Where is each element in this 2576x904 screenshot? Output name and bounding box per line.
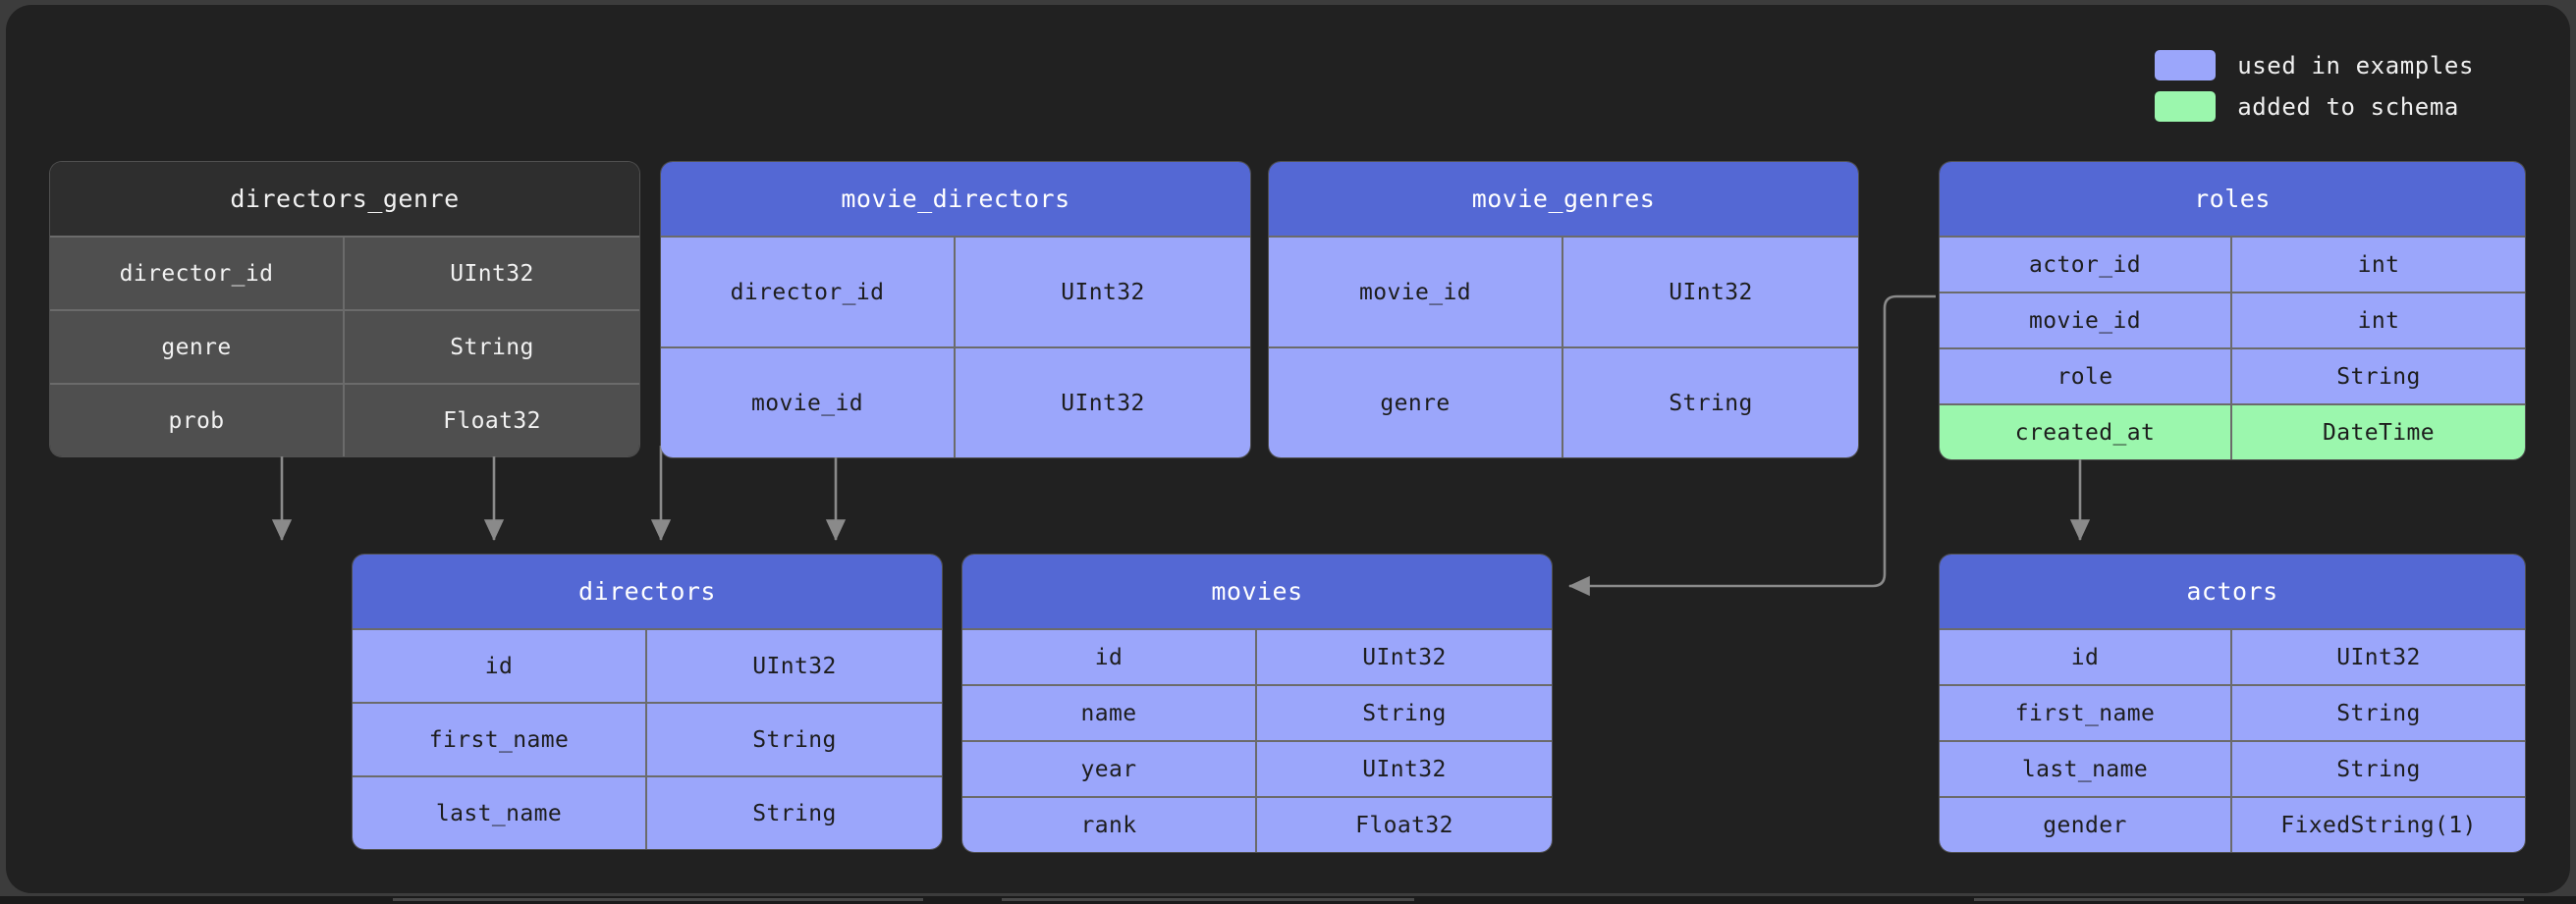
column-type: UInt32	[1362, 644, 1447, 670]
column-name: id	[353, 630, 647, 702]
column-name: role	[1940, 349, 2232, 403]
column-type: Float32	[1355, 812, 1453, 838]
legend-item-added-to-schema: added to schema	[2155, 91, 2474, 122]
column-name: genre	[1269, 348, 1563, 457]
entity-row[interactable]: last_name String	[353, 775, 942, 849]
column-name: last_name	[1940, 742, 2232, 796]
column-name: first_name	[353, 704, 647, 775]
column-type: int	[2357, 251, 2400, 278]
entity-title-movie-genres: movie_genres	[1269, 162, 1858, 236]
entity-title-movie-directors: movie_directors	[661, 162, 1250, 236]
column-name: id	[1940, 630, 2232, 684]
entity-title-roles: roles	[1940, 162, 2525, 236]
diagram-canvas[interactable]: used in examples added to schema	[6, 5, 2570, 893]
entity-row[interactable]: gender FixedString(1)	[1940, 796, 2525, 852]
column-type: UInt32	[1061, 279, 1145, 305]
column-type: String	[2336, 700, 2421, 726]
column-name: name	[962, 686, 1257, 740]
column-name: gender	[1940, 798, 2232, 852]
column-name: rank	[962, 798, 1257, 852]
entity-row[interactable]: prob Float32	[50, 383, 639, 456]
column-type: String	[1669, 390, 1753, 416]
column-name: director_id	[661, 238, 956, 346]
entity-row[interactable]: first_name String	[353, 702, 942, 775]
legend: used in examples added to schema	[2155, 50, 2474, 122]
column-name: created_at	[1940, 405, 2232, 459]
entity-table-directors-genre[interactable]: directors_genre director_id UInt32 genre…	[50, 162, 639, 456]
entity-row[interactable]: role String	[1940, 347, 2525, 403]
entity-row[interactable]: last_name String	[1940, 740, 2525, 796]
entity-row[interactable]: director_id UInt32	[661, 236, 1250, 346]
column-type: String	[2336, 363, 2421, 390]
column-name: last_name	[353, 777, 647, 849]
entity-row[interactable]: id UInt32	[962, 628, 1552, 684]
entity-row[interactable]: movie_id UInt32	[1269, 236, 1858, 346]
column-type: FixedString(1)	[2280, 812, 2477, 838]
entity-table-movies[interactable]: movies id UInt32 name String year UInt32…	[962, 555, 1552, 852]
column-type: String	[752, 726, 837, 753]
legend-swatch-used-in-examples	[2155, 50, 2217, 80]
column-type: UInt32	[1061, 390, 1145, 416]
column-name: movie_id	[1940, 293, 2232, 347]
column-name: first_name	[1940, 686, 2232, 740]
entity-row[interactable]: movie_id UInt32	[661, 346, 1250, 457]
entity-row[interactable]: director_id UInt32	[50, 236, 639, 309]
entity-title-actors: actors	[1940, 555, 2525, 628]
entity-title-directors-genre: directors_genre	[50, 162, 639, 236]
entity-row[interactable]: rank Float32	[962, 796, 1552, 852]
legend-label-added-to-schema: added to schema	[2237, 92, 2459, 121]
column-type: Float32	[443, 407, 541, 434]
column-type: UInt32	[2336, 644, 2421, 670]
column-name: prob	[50, 385, 345, 456]
entity-table-movie-directors[interactable]: movie_directors director_id UInt32 movie…	[661, 162, 1250, 457]
entity-row[interactable]: name String	[962, 684, 1552, 740]
entity-row-added[interactable]: created_at DateTime	[1940, 403, 2525, 459]
entity-row[interactable]: year UInt32	[962, 740, 1552, 796]
entity-row[interactable]: first_name String	[1940, 684, 2525, 740]
column-name: movie_id	[1269, 238, 1563, 346]
entity-row[interactable]: genre String	[50, 309, 639, 383]
column-type: String	[1362, 700, 1447, 726]
column-type: UInt32	[1669, 279, 1753, 305]
entity-row[interactable]: actor_id int	[1940, 236, 2525, 292]
column-type: String	[752, 800, 837, 826]
column-type: UInt32	[752, 653, 837, 679]
column-name: movie_id	[661, 348, 956, 457]
column-type: UInt32	[450, 260, 534, 287]
column-type: int	[2357, 307, 2400, 334]
entity-table-roles[interactable]: roles actor_id int movie_id int role Str…	[1940, 162, 2525, 459]
cut-off-ui-strip	[0, 896, 2576, 904]
column-type: DateTime	[2323, 419, 2435, 446]
entity-title-directors: directors	[353, 555, 942, 628]
entity-row[interactable]: id UInt32	[1940, 628, 2525, 684]
entity-table-directors[interactable]: directors id UInt32 first_name String la…	[353, 555, 942, 849]
entity-table-actors[interactable]: actors id UInt32 first_name String last_…	[1940, 555, 2525, 852]
entity-row[interactable]: genre String	[1269, 346, 1858, 457]
entity-row[interactable]: id UInt32	[353, 628, 942, 702]
column-name: director_id	[50, 238, 345, 309]
entity-table-movie-genres[interactable]: movie_genres movie_id UInt32 genre Strin…	[1269, 162, 1858, 457]
column-name: id	[962, 630, 1257, 684]
entity-title-movies: movies	[962, 555, 1552, 628]
legend-item-used-in-examples: used in examples	[2155, 50, 2474, 80]
column-name: year	[962, 742, 1257, 796]
entity-row[interactable]: movie_id int	[1940, 292, 2525, 347]
column-name: actor_id	[1940, 238, 2232, 292]
column-type: String	[450, 334, 534, 360]
column-name: genre	[50, 311, 345, 383]
legend-label-used-in-examples: used in examples	[2237, 51, 2474, 80]
legend-swatch-added-to-schema	[2155, 91, 2217, 122]
column-type: String	[2336, 756, 2421, 782]
column-type: UInt32	[1362, 756, 1447, 782]
